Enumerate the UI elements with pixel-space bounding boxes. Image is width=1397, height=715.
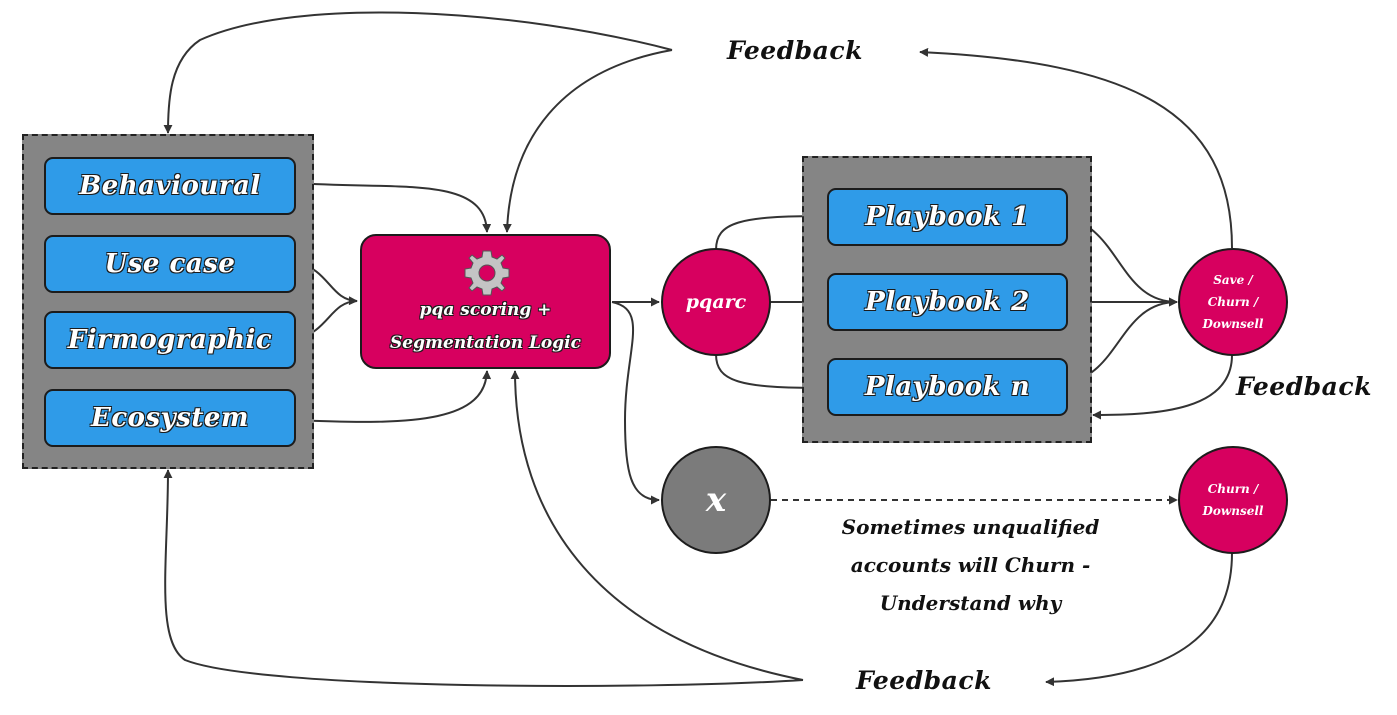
logic-line-2: Segmentation Logic <box>390 333 581 353</box>
unqualified-node: x <box>661 446 771 554</box>
playbook-1-node: Playbook 1 <box>827 188 1068 246</box>
firmographic-node: Firmographic <box>44 311 296 369</box>
edge-pqarc-playbook1 <box>715 211 826 251</box>
unqualified-note: Sometimes unqualified accounts will Chur… <box>808 508 1133 622</box>
ecosystem-node: Ecosystem <box>44 389 296 447</box>
edge-feedback-bottom-logic <box>510 370 804 681</box>
edge-behavioural-logic <box>295 182 492 233</box>
outcome-top-line-1: Save / <box>1213 273 1253 287</box>
outcome-top-line-3: Downsell <box>1202 317 1264 331</box>
use-case-node: Use case <box>44 235 296 293</box>
save-churn-downsell-node: Save / Churn / Downsell <box>1178 248 1288 356</box>
playbook-2-node: Playbook 2 <box>827 273 1068 331</box>
edge-feedback-bottom-inputs <box>163 469 804 687</box>
churn-downsell-node: Churn / Downsell <box>1178 446 1288 554</box>
gear-icon <box>464 250 510 296</box>
edge-ecosystem-logic <box>295 370 492 423</box>
note-line-1: Sometimes unqualified <box>841 515 1100 539</box>
playbook-n-node: Playbook n <box>827 358 1068 416</box>
feedback-label-right: Feedback <box>1236 372 1372 401</box>
scoring-logic-node: pqa scoring + Segmentation Logic <box>360 234 611 369</box>
edge-feedback-top-logic <box>502 49 673 233</box>
x-symbol: x <box>705 480 727 520</box>
outcome-top-line-2: Churn / <box>1207 295 1259 309</box>
note-line-2: accounts will Churn - <box>850 553 1091 577</box>
edge-feedback-top-inputs <box>163 11 673 134</box>
edge-pqarc-playbookn <box>715 353 826 393</box>
feedback-label-top: Feedback <box>727 36 863 65</box>
logic-line-1: pqa scoring + <box>419 300 552 320</box>
edge-outcome-feedback-top <box>919 47 1233 249</box>
pqarc-label: pqarc <box>685 291 747 313</box>
edge-churn-feedback-bottom <box>1045 552 1233 687</box>
edge-outcome-playbooks <box>1092 354 1233 420</box>
note-line-3: Understand why <box>879 591 1062 615</box>
behavioural-node: Behavioural <box>44 157 296 215</box>
outcome-bottom-line-2: Downsell <box>1202 504 1264 518</box>
pqarc-node: pqarc <box>661 248 771 356</box>
edge-logic-x <box>611 301 660 505</box>
outcome-bottom-line-1: Churn / <box>1207 482 1259 496</box>
feedback-label-bottom: Feedback <box>856 666 992 695</box>
